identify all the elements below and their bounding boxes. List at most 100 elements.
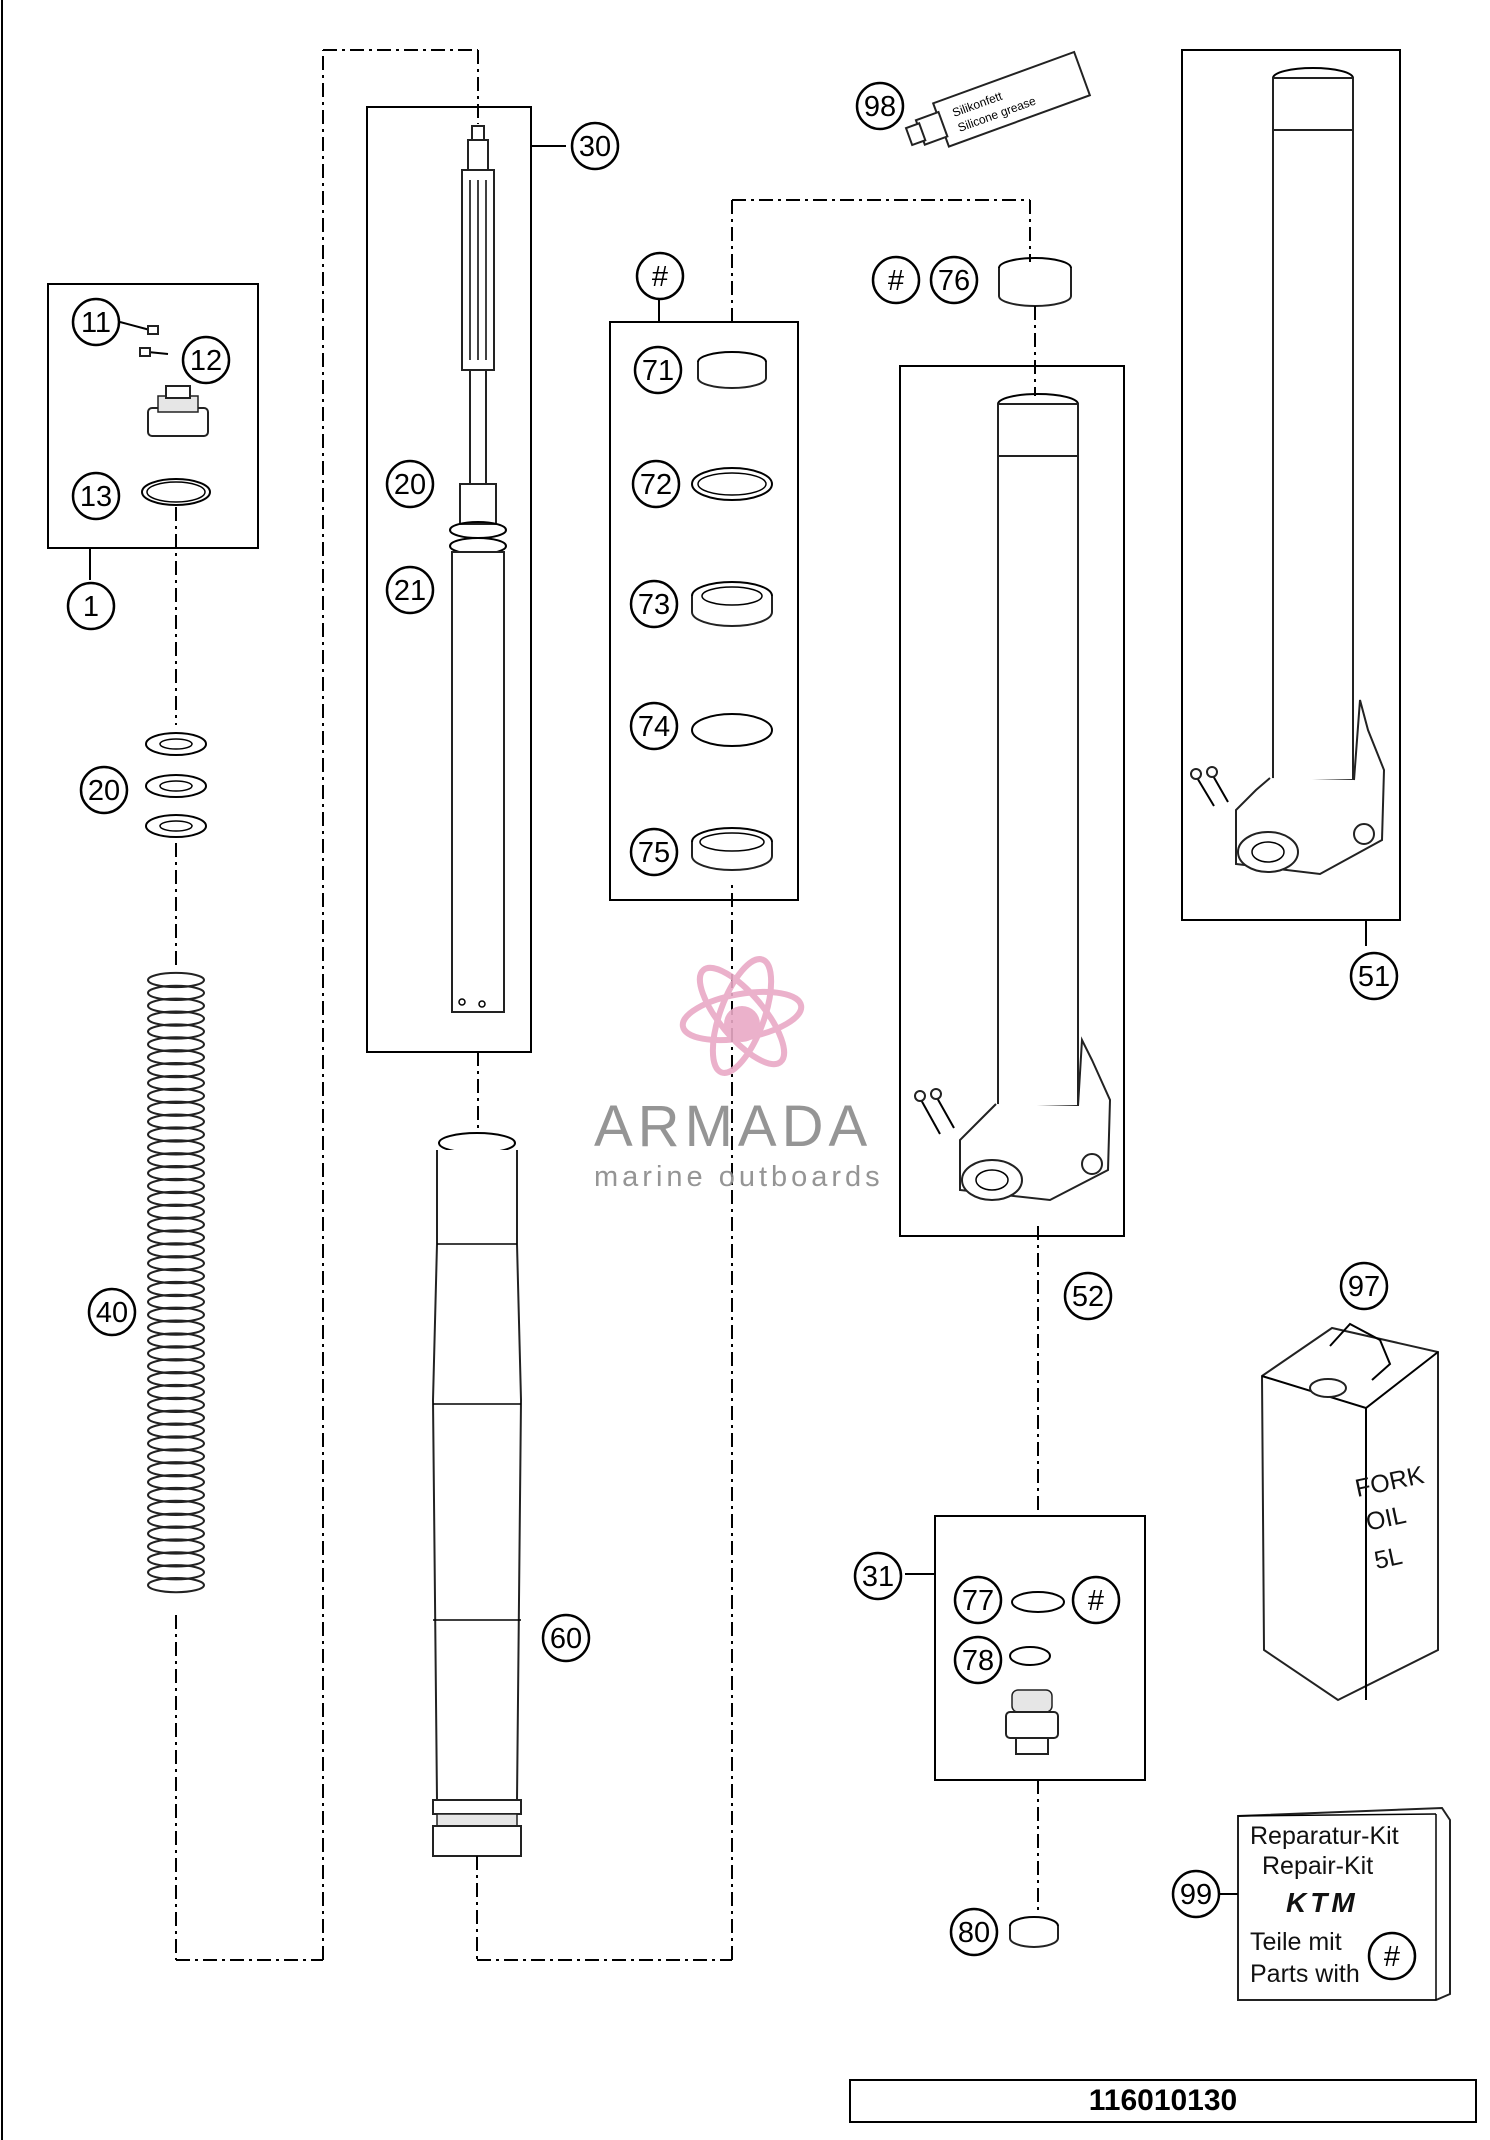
spring-coil: [147, 1383, 205, 1401]
callout-circle-c21: [385, 565, 435, 615]
spring-coil: [147, 1049, 205, 1066]
spring-coil: [147, 1474, 205, 1491]
spring-coil: [147, 1564, 205, 1581]
callout-label-c40: 40: [96, 1297, 128, 1329]
group-box-30: [366, 106, 532, 1053]
callout-label-c77: 77: [962, 1585, 994, 1617]
callout-label-hash1: #: [652, 261, 668, 293]
callout-label-c78: 78: [962, 1645, 994, 1677]
spring-coil: [147, 1319, 205, 1336]
callout-label-c20a: 20: [88, 775, 120, 807]
callout-circle-c40: [87, 1287, 137, 1337]
callout-circle-hash3: [1071, 1575, 1121, 1625]
grease-tube: Silikonfett Silicone grease: [904, 50, 1092, 148]
callout-circle-c20a: [79, 765, 129, 815]
callout-label-c74: 74: [638, 711, 670, 743]
spring-coil: [147, 1229, 205, 1246]
fork-spring: [147, 971, 205, 1594]
repair-kit-parts-en: Parts with: [1250, 1960, 1360, 1988]
spring-coil: [147, 1216, 205, 1233]
callout-circle-c11: [71, 297, 121, 347]
cartridge-group: [366, 106, 566, 1053]
seal-80: [1009, 1916, 1059, 1948]
callout-label-hash3: #: [1088, 1585, 1104, 1617]
spring-coil: [147, 1538, 205, 1555]
callout-label-c52: 52: [1072, 1281, 1104, 1313]
callout-circle-c71: [633, 345, 683, 395]
watermark-tagline: marine outboards: [594, 1161, 884, 1193]
callout-label-hash2: #: [888, 265, 904, 297]
callout-label-c13: 13: [80, 481, 112, 513]
o-ring-13: [141, 478, 211, 506]
callout-circle-c13: [71, 471, 121, 521]
callout-circle-c80: [949, 1907, 999, 1957]
callout-label-c97: 97: [1348, 1271, 1380, 1303]
callout-circle-c73: [629, 579, 679, 629]
spacer-washers: [145, 732, 207, 838]
callout-label-c76: 76: [938, 265, 970, 297]
spring-coil: [147, 1345, 205, 1362]
repair-kit-parts-de: Teile mit: [1250, 1928, 1342, 1956]
callout-circle-hash1: [635, 251, 685, 301]
spring-coil: [147, 1255, 205, 1272]
callout-circle-hash4: [1367, 1931, 1417, 1981]
fork-oil-can: FORK OIL 5L: [1260, 1322, 1439, 1702]
spring-coil: [147, 1435, 205, 1452]
spring-coil: [147, 1139, 205, 1156]
callout-label-c31: 31: [862, 1561, 894, 1593]
spring-coil: [147, 1074, 205, 1092]
spring-coil: [147, 1396, 205, 1413]
spring-coil: [147, 1010, 205, 1027]
callout-label-c71: 71: [642, 355, 674, 387]
propeller-logo: [679, 956, 805, 1076]
drawing-number: 116010130: [1089, 2084, 1238, 2117]
repair-kit-label-de: Reparatur-Kit: [1250, 1822, 1399, 1850]
cartridge-tube: [451, 551, 505, 1013]
repair-kit-box: Reparatur-Kit Repair-Kit KTM Teile mit P…: [1237, 1806, 1451, 2001]
callout-label-c51: 51: [1358, 961, 1390, 993]
callout-circle-c97: [1339, 1261, 1389, 1311]
callout-label-c21: 21: [394, 575, 426, 607]
callout-circle-c30: [570, 121, 620, 171]
callout-circle-c1: [66, 581, 116, 631]
callout-layer: 1111213202021303140515260717273747576777…: [66, 81, 1417, 1981]
spring-coil: [147, 1062, 205, 1079]
spring-coil: [147, 1512, 205, 1529]
valve-group-31: [934, 1515, 1146, 1781]
spring-coil: [147, 1577, 205, 1594]
spring-coil: [147, 1190, 205, 1207]
spring-coil: [147, 997, 205, 1014]
spring-coil: [147, 1126, 205, 1143]
ktm-logo: KTM: [1286, 1887, 1359, 1918]
oil-can-label-3: 5L: [1372, 1542, 1405, 1575]
spring-coil: [147, 1486, 205, 1504]
callout-label-c12: 12: [190, 345, 222, 377]
callout-label-c99: 99: [1180, 1879, 1212, 1911]
group-box-1: [47, 283, 259, 549]
callout-circle-c72: [631, 459, 681, 509]
callout-label-c72: 72: [640, 469, 672, 501]
spring-coil: [147, 1113, 205, 1130]
callout-circle-c76: [929, 255, 979, 305]
drawing-number-box: 116010130: [849, 2079, 1477, 2123]
spring-coil: [147, 1525, 205, 1542]
spring-coil: [147, 1023, 205, 1040]
callout-circle-c20b: [385, 459, 435, 509]
spring-coil: [147, 971, 205, 989]
spring-coil: [147, 1100, 205, 1117]
spring-coil: [147, 1177, 205, 1195]
callout-label-c20b: 20: [394, 469, 426, 501]
spring-coil: [147, 1358, 205, 1375]
spring-coil: [147, 1409, 205, 1426]
repair-kit-label-en: Repair-Kit: [1262, 1852, 1373, 1880]
callout-circle-c31: [853, 1551, 903, 1601]
spring-coil: [147, 1461, 205, 1478]
inner-tube-51: [1181, 49, 1401, 921]
outer-tube: [431, 1132, 523, 1857]
group-box-52: [899, 365, 1125, 1237]
callout-circle-c99: [1171, 1869, 1221, 1919]
callout-circle-c52: [1063, 1271, 1113, 1321]
callout-label-c1: 1: [83, 591, 99, 623]
callout-circle-c12: [181, 335, 231, 385]
